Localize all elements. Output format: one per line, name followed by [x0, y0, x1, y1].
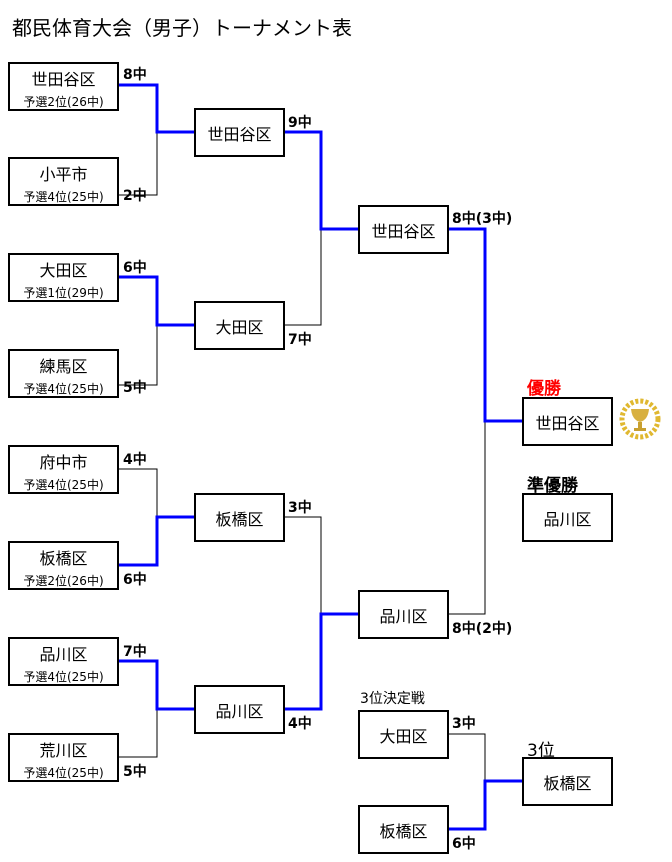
line: [118, 325, 158, 386]
score: 8中(3中): [452, 211, 513, 227]
win-line: [448, 779, 522, 831]
score: 6中: [452, 836, 476, 852]
score: 4中: [288, 716, 312, 732]
team-qualifier: 予選2位(26中): [23, 95, 104, 109]
team-name: 練馬区: [39, 357, 88, 376]
trophy-icon: [619, 398, 661, 440]
win-line: [118, 659, 194, 711]
team-qualifier: 予選4位(25中): [23, 478, 104, 492]
line: [118, 132, 158, 196]
team-box: 府中市予選4位(25中): [8, 445, 119, 494]
team-box: 小平市予選4位(25中): [8, 157, 119, 206]
score: 7中: [288, 332, 312, 348]
win-line: [284, 612, 358, 711]
score: 6中: [123, 572, 147, 588]
win-line: [118, 83, 194, 134]
team-name: 大田区: [39, 261, 88, 280]
team-qualifier: 予選4位(25中): [23, 382, 104, 396]
team-name: 荒川区: [39, 741, 88, 760]
third-box: 板橋区: [522, 757, 613, 806]
team-box: 練馬区予選4位(25中): [8, 349, 119, 398]
team-box: 大田区: [358, 710, 449, 759]
page-title: 都民体育大会（男子）トーナメント表: [12, 16, 352, 40]
score: 3中: [452, 716, 476, 732]
line: [118, 468, 158, 517]
team-qualifier: 予選2位(26中): [23, 574, 104, 588]
score: 5中: [123, 764, 147, 780]
team-box: 品川区: [194, 685, 285, 734]
score: 6中: [123, 260, 147, 276]
team-box: 大田区予選1位(29中): [8, 253, 119, 302]
team-name: 品川区: [39, 645, 88, 664]
team-qualifier: 予選4位(25中): [23, 766, 104, 780]
team-name: 府中市: [39, 453, 88, 472]
score: 2中: [123, 188, 147, 204]
team-box: 世田谷区: [358, 205, 449, 254]
line: [448, 733, 486, 781]
team-box: 世田谷区予選2位(26中): [8, 62, 119, 111]
score: 5中: [123, 380, 147, 396]
score: 9中: [288, 115, 312, 131]
team-qualifier: 予選4位(25中): [23, 670, 104, 684]
team-name: 小平市: [39, 165, 88, 184]
team-qualifier: 予選1位(29中): [23, 286, 104, 300]
team-box: 板橋区: [194, 493, 285, 542]
champion-box: 世田谷区: [522, 397, 613, 446]
line: [284, 516, 322, 614]
team-box: 板橋区予選2位(26中): [8, 541, 119, 590]
champion-label: 優勝: [527, 379, 561, 399]
runner-up-label: 準優勝: [527, 476, 578, 496]
team-qualifier: 予選4位(25中): [23, 190, 104, 204]
line: [284, 229, 322, 326]
runner-up-box: 品川区: [522, 493, 613, 542]
win-line: [118, 515, 194, 567]
third-label: 3位: [527, 741, 555, 761]
team-box: 世田谷区: [194, 108, 285, 157]
score: 4中: [123, 452, 147, 468]
team-box: 品川区予選4位(25中): [8, 637, 119, 686]
win-line: [284, 130, 358, 231]
team-box: 荒川区予選4位(25中): [8, 733, 119, 782]
line: [118, 709, 158, 758]
score: 8中: [123, 67, 147, 83]
team-name: 板橋区: [39, 549, 88, 568]
score: 3中: [288, 500, 312, 516]
line: [448, 421, 486, 615]
score: 8中(2中): [452, 621, 513, 637]
score: 7中: [123, 644, 147, 660]
team-box: 大田区: [194, 301, 285, 350]
third-place-match-label: 3位決定戦: [360, 691, 425, 707]
win-line: [118, 275, 194, 327]
team-box: 品川区: [358, 590, 449, 639]
win-line: [448, 227, 522, 423]
team-box: 板橋区: [358, 805, 449, 854]
team-name: 世田谷区: [31, 70, 96, 89]
